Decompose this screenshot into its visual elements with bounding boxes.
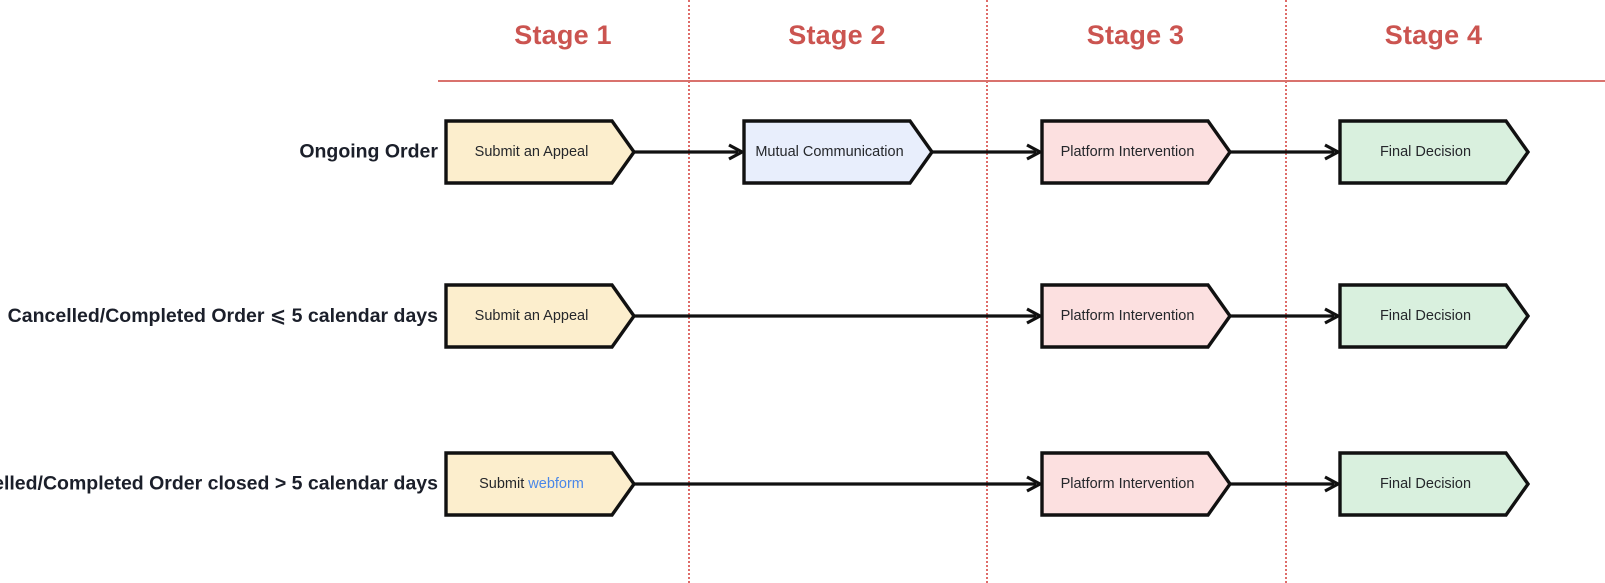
step-platform-intervention-row2[interactable]: Platform Intervention (1040, 282, 1232, 350)
row-label-ongoing-order: Ongoing Order (299, 140, 438, 163)
step-platform-intervention-row3[interactable]: Platform Intervention (1040, 450, 1232, 518)
connector-row3-stage1-to-stage3 (634, 475, 1042, 493)
step-mutual-communication-row1[interactable]: Mutual Communication (742, 118, 934, 186)
stage-divider-2 (986, 0, 988, 583)
stage-heading-4: Stage 4 (1384, 20, 1483, 50)
connector-row1-stage3-to-stage4 (1230, 143, 1340, 161)
row-label-cancelled-after-5-days: Cancelled/Completed Order closed > 5 cal… (0, 472, 438, 495)
stage-heading-1: Stage 1 (514, 20, 612, 50)
stage-divider-1 (688, 0, 690, 583)
step-submit-an-appeal-row2[interactable]: Submit an Appeal (444, 282, 636, 350)
step-final-decision-row3[interactable]: Final Decision (1338, 450, 1530, 518)
connector-row3-stage3-to-stage4 (1230, 475, 1340, 493)
connector-row2-stage1-to-stage3 (634, 307, 1042, 325)
row-label-cancelled-within-5-days: Cancelled/Completed Order ⩽ 5 calendar d… (7, 305, 438, 327)
step-final-decision-row2[interactable]: Final Decision (1338, 282, 1530, 350)
stage-heading-3: Stage 3 (1086, 20, 1185, 50)
step-submit-webform-row3[interactable]: Submit webform (444, 450, 636, 518)
step-platform-intervention-row1[interactable]: Platform Intervention (1040, 118, 1232, 186)
header-divider-rule (438, 80, 1605, 82)
step-submit-an-appeal-row1[interactable]: Submit an Appeal (444, 118, 636, 186)
stage-heading-2: Stage 2 (788, 20, 886, 50)
step-final-decision-row1[interactable]: Final Decision (1338, 118, 1530, 186)
connector-row1-stage1-to-stage2 (634, 143, 744, 161)
connector-row2-stage3-to-stage4 (1230, 307, 1340, 325)
connector-row1-stage2-to-stage3 (932, 143, 1042, 161)
stage-divider-3 (1285, 0, 1287, 583)
